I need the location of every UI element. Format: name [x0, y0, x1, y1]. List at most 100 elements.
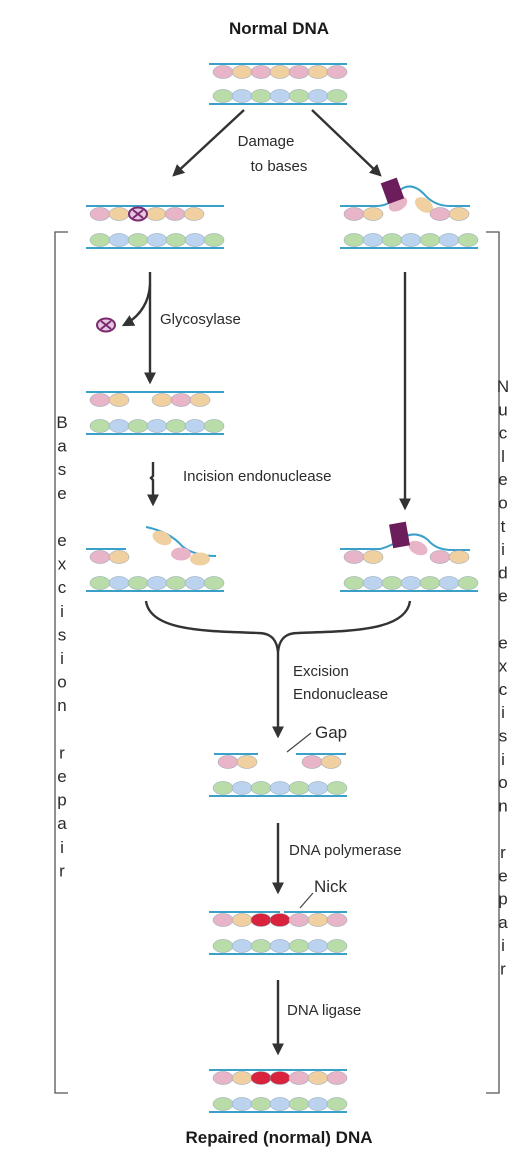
gap-dna-bottom-bases	[307, 781, 329, 795]
dna-layer	[86, 63, 479, 1113]
normal-dna-bottom-bases	[288, 89, 310, 103]
incised-dna-top-bases-left	[108, 550, 130, 564]
nick-dna-bottom-bases	[231, 939, 253, 953]
adduct-dna-raised-base	[414, 197, 434, 213]
repaired-dna-bottom-bases	[231, 1097, 253, 1111]
arrow-damage-left	[172, 109, 245, 177]
incised-dna-bottom-bases	[165, 576, 187, 590]
incised-dna-bottom-bases	[127, 576, 149, 590]
ap-site-bottom-bases	[89, 419, 111, 433]
repaired-dna-bottom-bases	[326, 1097, 348, 1111]
nick-dna-top-bases-left	[212, 913, 234, 927]
damaged-dna-top-bases	[108, 207, 130, 221]
repaired-dna-new-bases	[269, 1071, 291, 1085]
incised-adduct-dna-top-backbone	[340, 533, 470, 551]
incised-adduct-dna-raised-base	[408, 540, 428, 556]
nick-dna-new-bases	[250, 913, 272, 927]
incised-adduct-dna-bottom-bases	[362, 576, 384, 590]
incised-dna-top-bases-left	[89, 550, 111, 564]
excision-label-line1: Excision	[293, 663, 349, 680]
adduct-dna-bottom-bases	[438, 233, 460, 247]
incised-adduct-dna-top-bases-left	[362, 550, 384, 564]
nick-dna-bottom-bases	[326, 939, 348, 953]
adduct-dna-top-bases-left	[343, 207, 365, 221]
damage-label-line1: Damage	[238, 133, 295, 150]
adduct-dna-bottom-bases	[343, 233, 365, 247]
polymerase-label: DNA polymerase	[289, 842, 402, 859]
gap-dna-bottom-bases	[212, 781, 234, 795]
arrow-base-release	[121, 284, 152, 327]
damaged-dna-top-bases-right	[183, 207, 205, 221]
nick-dna-new-bases	[269, 913, 291, 927]
damaged-dna-top-bases-right	[145, 207, 167, 221]
incised-adduct-dna-bottom-bases	[457, 576, 479, 590]
nick-dna-bottom-bases	[212, 939, 234, 953]
normal-dna-bottom-bases	[269, 89, 291, 103]
damaged-dna-bottom-bases	[203, 233, 225, 247]
adduct-dna-bottom-bases	[400, 233, 422, 247]
incised-adduct-dna-bottom-bases	[343, 576, 365, 590]
incised-adduct-dna-bottom-bases	[419, 576, 441, 590]
repaired-dna-new-bases	[250, 1071, 272, 1085]
normal-dna-top-bases	[269, 65, 291, 79]
damaged-dna-bottom-bases	[165, 233, 187, 247]
ap-site-top-bases-right	[151, 393, 173, 407]
repaired-dna-top-bases-right	[307, 1071, 329, 1085]
damaged-dna-top-bases-right	[164, 207, 186, 221]
normal-dna-top-bases	[250, 65, 272, 79]
nick-dna-top-bases-right	[288, 913, 310, 927]
adduct-dna-bottom-bases	[457, 233, 479, 247]
nick-dna-bottom-bases	[269, 939, 291, 953]
incised-adduct-dna-bottom-bases	[381, 576, 403, 590]
normal-dna-bottom-bases	[212, 89, 234, 103]
ap-site-bottom-bases	[184, 419, 206, 433]
gap-dna-bottom-bases	[326, 781, 348, 795]
ap-site-bottom-bases	[108, 419, 130, 433]
gap-dna-bottom-bases	[288, 781, 310, 795]
gap-dna-top-bases-left	[217, 755, 239, 769]
incised-adduct-dna-top-bases-right	[429, 550, 451, 564]
ap-site-bottom-bases	[146, 419, 168, 433]
adduct-dna-bottom-bases	[419, 233, 441, 247]
repaired-dna-top-bases-left	[212, 1071, 234, 1085]
adduct-dna-bottom-bases	[381, 233, 403, 247]
incision-label: Incision endonuclease	[183, 468, 331, 485]
repaired-dna-bottom-bases	[250, 1097, 272, 1111]
ap-site-bottom-bases	[165, 419, 187, 433]
normal-dna-top-bases	[212, 65, 234, 79]
adduct-dna-top-bases-right	[448, 207, 470, 221]
top-title: Normal DNA	[229, 19, 329, 38]
gap-dna-bottom-bases	[269, 781, 291, 795]
normal-dna-bottom-bases	[250, 89, 272, 103]
nick-dna-top-bases-right	[307, 913, 329, 927]
normal-dna-bottom-bases	[307, 89, 329, 103]
adduct-dna-bottom-bases	[362, 233, 384, 247]
incised-dna-bottom-bases	[184, 576, 206, 590]
normal-dna-top-bases	[326, 65, 348, 79]
ap-site-top-bases-right	[170, 393, 192, 407]
nick-dna-bottom-bases	[307, 939, 329, 953]
adduct-dna-top-backbone	[340, 185, 470, 207]
gap-dna-top-bases-right	[320, 755, 342, 769]
normal-dna-bottom-bases	[231, 89, 253, 103]
glycosylase-label: Glycosylase	[160, 311, 241, 328]
left-bracket	[54, 231, 68, 1094]
incised-adduct-dna-bottom-bases	[400, 576, 422, 590]
incised-adduct-dna-top-bases-right	[448, 550, 470, 564]
damaged-dna-bottom-bases	[89, 233, 111, 247]
adduct-dna-top-bases-left	[362, 207, 384, 221]
repaired-dna-top-bases-right	[288, 1071, 310, 1085]
incised-dna-bottom-bases	[146, 576, 168, 590]
damaged-dna-bottom-bases	[184, 233, 206, 247]
incised-dna-bottom-bases	[89, 576, 111, 590]
repaired-dna-bottom-bases	[269, 1097, 291, 1111]
merge-brace	[144, 600, 412, 653]
nick-dna-bottom-bases	[288, 939, 310, 953]
nick-dna-top-bases-left	[231, 913, 253, 927]
gap-dna-top-bases-left	[236, 755, 258, 769]
ap-site-top-bases-right	[189, 393, 211, 407]
